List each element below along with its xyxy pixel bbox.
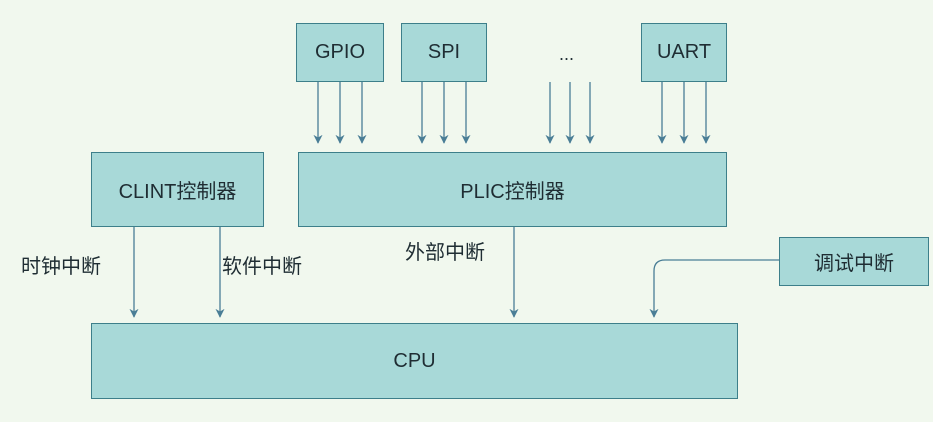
debug-interrupt-box: 调试中断 — [779, 237, 929, 286]
timer-interrupt-label: 时钟中断 — [21, 256, 101, 278]
gpio-label: GPIO — [314, 41, 365, 63]
gpio-box: GPIO — [296, 23, 384, 82]
clint-controller-box: CLINT控制器 — [91, 152, 264, 227]
cpu-box: CPU — [91, 323, 738, 399]
debug-interrupt-label: 调试中断 — [814, 253, 894, 275]
external-interrupt-label: 外部中断 — [405, 242, 485, 264]
debug-interrupt-arrow — [649, 259, 779, 318]
uart-box: UART — [641, 23, 727, 82]
spi-box: SPI — [401, 23, 487, 82]
plic-controller-box: PLIC控制器 — [298, 152, 727, 227]
more-peripherals-ellipsis: ... — [559, 44, 575, 64]
clint-controller-label: CLINT控制器 — [118, 181, 237, 203]
software-interrupt-label: 软件中断 — [222, 256, 302, 278]
cpu-label: CPU — [393, 349, 436, 372]
uart-label: UART — [656, 41, 712, 63]
spi-label: SPI — [427, 41, 461, 63]
plic-controller-label: PLIC控制器 — [460, 181, 565, 203]
